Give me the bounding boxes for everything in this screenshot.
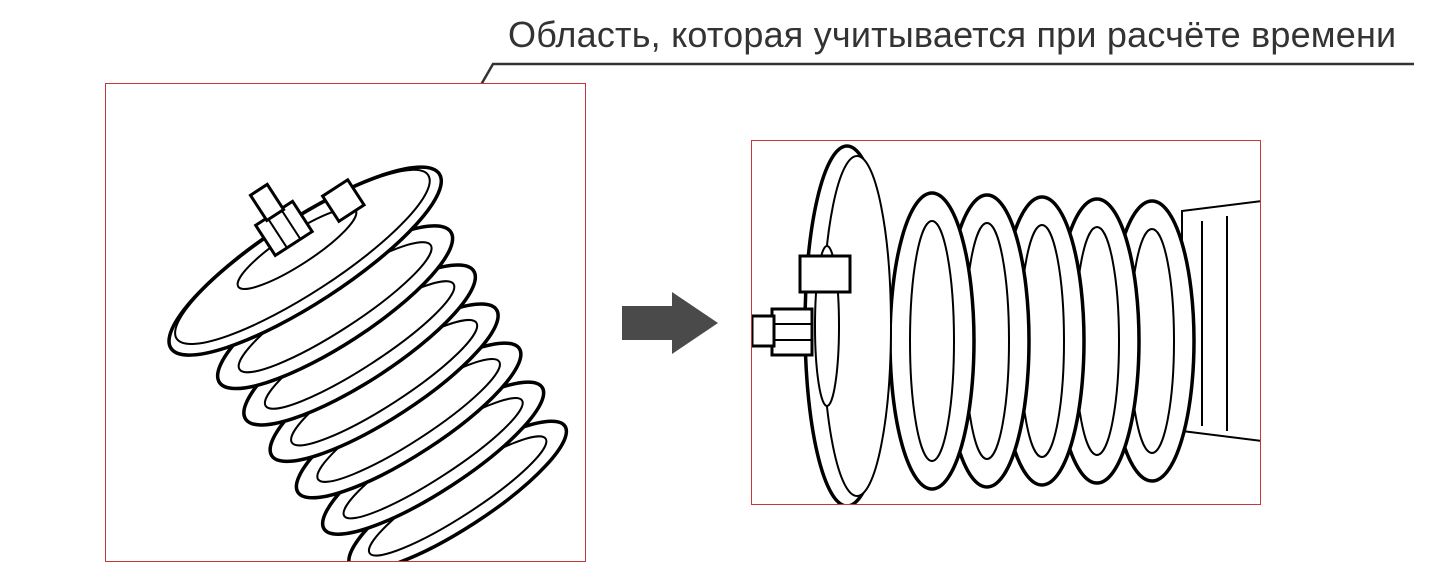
- stud: [752, 314, 776, 348]
- calculation-area-frame: [105, 83, 586, 562]
- callout-label: Область, которая учитывается при расчёте…: [508, 14, 1397, 55]
- top-nut: [770, 307, 814, 357]
- spring-illustration-horizontal: [752, 144, 1260, 504]
- arrow-right-icon: [622, 292, 718, 354]
- stud: [248, 182, 286, 223]
- calculation-area-frame-result: [751, 140, 1261, 505]
- spring-illustration-diagonal: [167, 165, 569, 561]
